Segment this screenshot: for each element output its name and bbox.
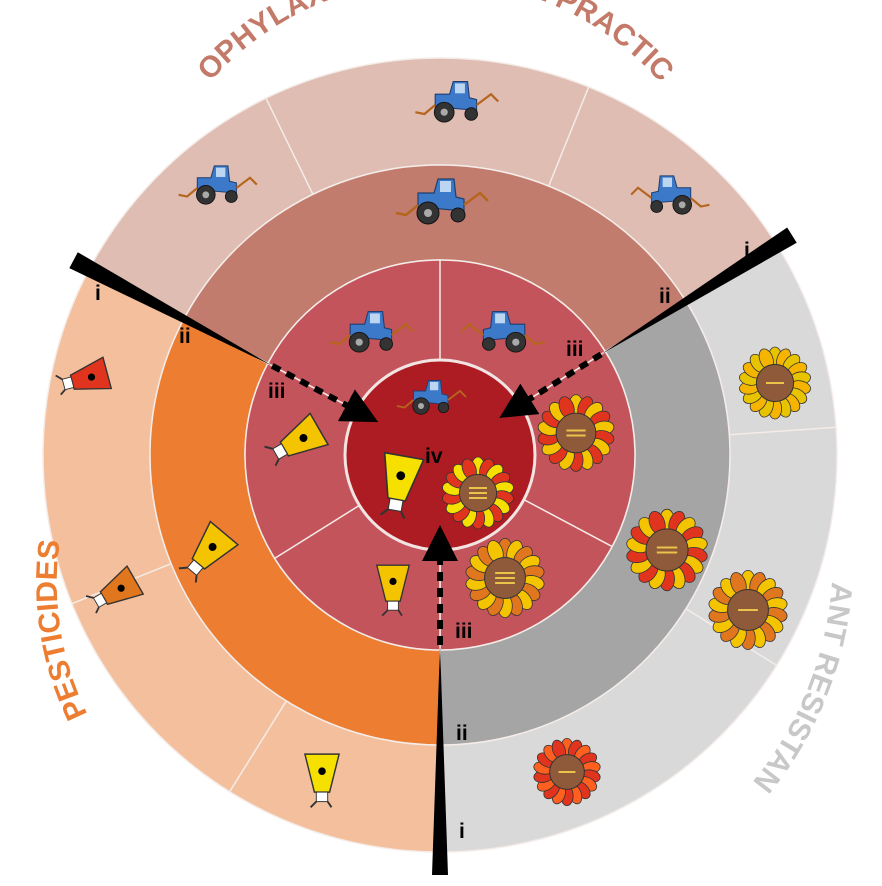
tractor-window <box>216 167 226 177</box>
sprayer-trigger <box>264 445 280 467</box>
outer-ring-separator <box>547 86 590 187</box>
tractor-front-wheel <box>437 401 450 414</box>
tractor-front-wheel <box>464 107 478 121</box>
tractor-front-wheel <box>379 337 393 351</box>
sprayer-symbol <box>87 373 96 381</box>
tractor-icon <box>415 81 499 123</box>
sprayer-cap <box>387 600 399 611</box>
sprayer-symbol <box>318 767 326 775</box>
tractor-implement <box>395 191 489 217</box>
sprayer-trigger <box>381 609 403 617</box>
sprayer-icon <box>375 564 411 617</box>
tractor-window <box>662 177 672 187</box>
level-label-iii-plant-resistance: iii <box>455 620 473 643</box>
level-label-iii-prophylaxis: iii <box>566 338 584 361</box>
sprayer-trigger <box>55 374 66 396</box>
sprayer-symbol <box>299 434 308 442</box>
level-label-ii-plant-resistance: ii <box>456 722 468 745</box>
tractor-hub <box>512 338 520 346</box>
divider-wedge-icon <box>69 252 273 366</box>
sprayer-cap <box>315 791 329 803</box>
sprayer-cap <box>186 559 204 577</box>
tractor-front-wheel <box>482 337 496 351</box>
tractor-window <box>495 313 505 324</box>
level-label-ii-pesticides: ii <box>179 325 191 348</box>
outer-ring-separator <box>265 97 314 195</box>
sprayer-icon <box>178 520 240 583</box>
tractor-window <box>455 83 465 94</box>
sprayer-icon <box>264 412 330 467</box>
tractor-hub <box>202 191 210 199</box>
sprayer-icon <box>55 356 113 396</box>
level-label-iii-pesticides: iii <box>268 380 286 403</box>
sunflower-icon <box>465 538 545 618</box>
tractor-front-wheel <box>650 200 664 213</box>
tractor-window <box>370 313 380 324</box>
tractor-window <box>440 181 451 192</box>
level-label-i-plant-resistance: i <box>459 820 465 843</box>
divider-wedge-icon <box>601 227 797 355</box>
sunflower-icon <box>442 456 514 530</box>
divider-wedge-icon <box>432 645 448 875</box>
tractor-hub <box>355 338 363 346</box>
sprayer-symbol <box>117 584 125 592</box>
tractor-hub <box>440 108 448 116</box>
sprayer-trigger <box>309 800 333 808</box>
tractor-hub <box>418 403 424 409</box>
sunflower-icon <box>708 570 788 650</box>
tractor-implement <box>415 92 499 116</box>
sprayer-icon <box>303 753 341 808</box>
inner-ring-separator <box>274 504 360 559</box>
sprayer-trigger <box>178 566 198 583</box>
tractor-icon <box>395 178 489 225</box>
sprayer-cap <box>272 443 289 460</box>
level-label-i-prophylaxis: i <box>744 239 750 262</box>
sunflower-center <box>645 528 689 572</box>
sprayer-bottle <box>69 356 113 390</box>
sunflower-icon <box>533 738 601 806</box>
sunflower-icon <box>626 508 708 592</box>
tractor-icon <box>630 175 710 215</box>
sprayer-symbol <box>396 471 406 481</box>
tractor-implement <box>461 322 545 346</box>
tractor-icon <box>396 380 467 415</box>
sprayer-symbol <box>389 577 397 585</box>
sprayer-icon <box>379 451 425 520</box>
sprayer-cap <box>387 497 404 513</box>
sprayer-cap <box>61 376 75 391</box>
tractor-window <box>430 382 439 391</box>
tractor-implement <box>330 322 414 346</box>
tractor-icon <box>461 311 545 353</box>
dividers-layer <box>69 227 797 875</box>
tractor-implement <box>396 389 467 409</box>
sprayer-symbol <box>208 542 217 551</box>
dashed-arrow-icon <box>499 351 603 418</box>
sunflower-center <box>555 412 597 454</box>
tractor-icon <box>178 165 258 205</box>
outer-ring-separator <box>729 426 837 436</box>
sunflower-icon <box>739 346 811 420</box>
sunflower-icon <box>537 394 615 472</box>
icons-layer <box>55 81 811 808</box>
tractor-icon <box>330 311 414 353</box>
sprayer-icon <box>85 564 145 614</box>
tractor-implement <box>178 176 258 198</box>
tractor-hub <box>424 209 432 217</box>
tractor-front-wheel <box>450 207 466 223</box>
sprayer-cap <box>92 592 108 608</box>
sprayer-trigger <box>85 595 100 614</box>
dashed-arrow-icon <box>270 363 379 423</box>
tractor-implement <box>630 186 710 208</box>
outer-ring-separator <box>228 700 287 793</box>
level-label-ii-prophylaxis: ii <box>659 285 671 308</box>
tractor-front-wheel <box>224 190 238 203</box>
sprayer-trigger <box>379 508 406 520</box>
inner-ring-separator <box>523 498 613 548</box>
tractor-hub <box>678 201 686 209</box>
level-label-i-pesticides: i <box>95 282 101 305</box>
level-label-iv-center: iv <box>425 445 443 468</box>
